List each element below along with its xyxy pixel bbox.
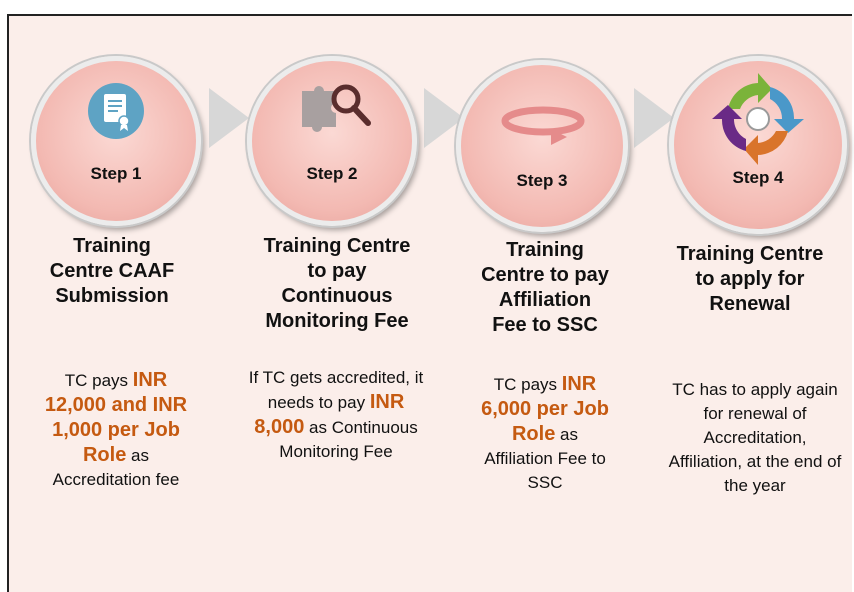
step-4-circle: Step 4 [669,56,847,234]
step-label: Step 3 [516,171,568,190]
certificate-document-icon [86,81,146,146]
step-3-circle: Step 3 [456,60,628,232]
step-2-circle: Step 2 [247,56,417,226]
diagram-canvas: Step 1 Step 2 Step 3 [7,14,852,592]
step-label: Step 2 [306,164,358,183]
puzzle-search-icon [294,77,374,144]
step-4-description: TC has to apply again for renewal of Acc… [668,380,842,495]
circular-arrow-icon [501,103,585,152]
step-1-description: TC pays INR 12,000 and INR 1,000 per Job… [44,369,188,489]
step-2-description: If TC gets accredited, it needs to pay I… [248,368,424,461]
step-1-circle: Step 1 [31,56,201,226]
arrow-connector [209,88,249,148]
renewal-cycle-icon [708,69,808,174]
arrow-connector [634,88,674,148]
step-3-description: TC pays INR 6,000 per Job Role as Affili… [481,373,609,492]
step-label: Step 1 [90,164,142,183]
step-label: Step 4 [732,168,784,187]
